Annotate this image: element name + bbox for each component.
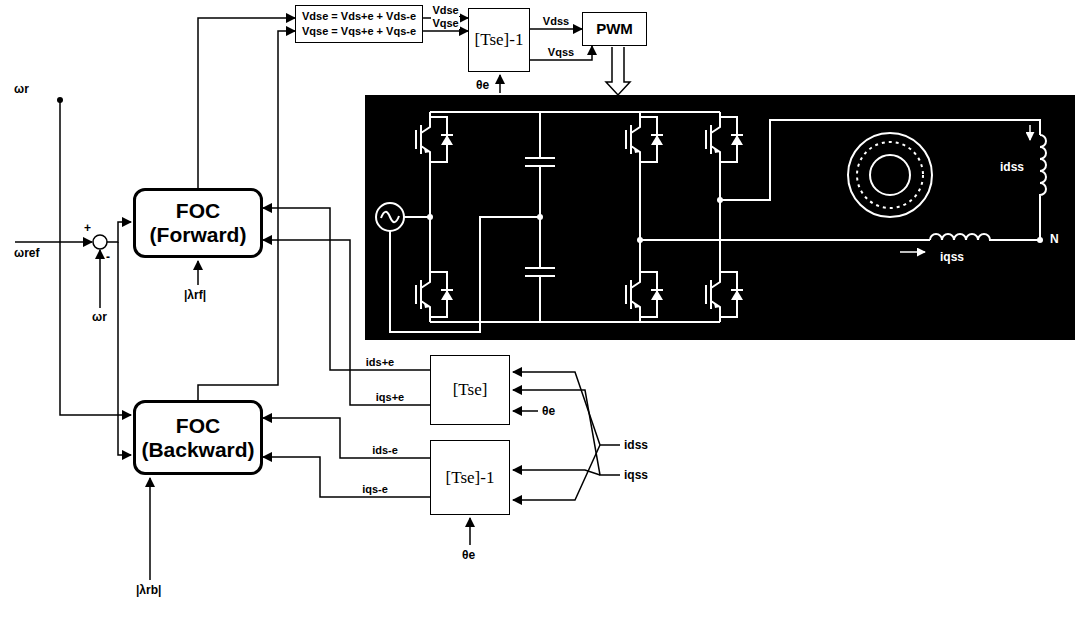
current-wire xyxy=(513,445,600,500)
signal-connector xyxy=(263,208,430,370)
box-text: [Tse]-1 xyxy=(475,30,524,50)
motor-rotor xyxy=(870,155,910,195)
phase-wire xyxy=(640,239,930,241)
signal-label: iqss xyxy=(624,468,648,482)
signal-label: iqss xyxy=(940,250,964,264)
signal-label: iqs-e xyxy=(361,483,389,495)
transform-box: [Tse]-1 xyxy=(430,440,510,515)
box-text: FOC (Forward) xyxy=(142,199,254,247)
flux-input-wire xyxy=(197,261,199,285)
transform-box: [Tse]-1 xyxy=(468,8,530,72)
feedback-wire xyxy=(99,250,101,308)
source-wire xyxy=(390,217,540,332)
signal-label: |λrb| xyxy=(136,583,161,597)
signal-label: θe xyxy=(462,548,475,562)
reference-wire xyxy=(15,241,92,243)
signal-connector xyxy=(530,46,592,60)
signal-label: |λrf| xyxy=(184,288,206,302)
controller-box: FOC (Backward) xyxy=(133,400,263,475)
box-text: [Tse] xyxy=(453,380,488,400)
box-text: FOC (Backward) xyxy=(141,414,254,462)
signal-label: Vdss xyxy=(542,15,570,27)
signal-label: θe xyxy=(542,404,555,418)
box-text: PWM xyxy=(596,20,633,38)
gating-arrow xyxy=(606,47,630,95)
igbt-symbol xyxy=(626,112,663,167)
flux-input-wire xyxy=(149,478,151,580)
signal-connector xyxy=(530,28,582,30)
box-text: Vdse = Vds+e + Vds-e xyxy=(302,9,416,24)
signal-label: Vdse xyxy=(431,4,459,16)
controller-box: FOC (Forward) xyxy=(133,188,263,258)
current-wire xyxy=(513,390,620,475)
sum-box: Vdse = Vds+e + Vds-eVqse = Vqs+e + Vqs-e xyxy=(295,5,423,43)
signal-label: ωr xyxy=(92,310,107,324)
motor-slots xyxy=(857,142,923,208)
signal-connector xyxy=(263,457,430,497)
angle-wire xyxy=(469,518,471,545)
junction-dot xyxy=(637,237,643,243)
box-text: Vqse = Vqs+e + Vqs-e xyxy=(302,24,416,39)
signal-connector xyxy=(263,418,430,458)
current-arrow xyxy=(900,251,925,253)
ac-source-symbol xyxy=(381,212,399,222)
signal-label: + xyxy=(84,221,91,235)
angle-wire xyxy=(513,410,538,412)
igbt-symbol xyxy=(626,267,663,322)
signal-connector xyxy=(263,240,430,405)
signal-label: ωref xyxy=(14,246,39,260)
signal-connector xyxy=(198,18,295,188)
junction-dot xyxy=(717,197,723,203)
box-text: [Tse]-1 xyxy=(446,468,495,488)
q-winding-coil xyxy=(930,234,1040,240)
neutral-dot xyxy=(1037,237,1043,243)
signal-label: Vqse xyxy=(431,17,459,29)
ac-source-symbol xyxy=(376,203,404,231)
error-wire xyxy=(107,222,131,242)
current-arrow xyxy=(1029,125,1031,140)
inverter-circuit xyxy=(376,112,1046,332)
signal-label: Vqss xyxy=(547,46,575,58)
signal-label: ωr xyxy=(14,82,29,96)
current-wire xyxy=(513,372,620,445)
signal-label: idss xyxy=(624,438,648,452)
signal-label: iqs+e xyxy=(375,391,405,403)
igbt-symbol xyxy=(706,267,743,322)
igbt-symbol xyxy=(416,112,453,167)
signal-label: N xyxy=(1050,232,1059,246)
igbt-symbol xyxy=(706,112,743,167)
transform-box: [Tse] xyxy=(430,355,510,425)
signal-label: ids-e xyxy=(371,444,399,456)
phase-wire xyxy=(720,120,1040,200)
speed-wire xyxy=(60,100,131,415)
d-winding-coil xyxy=(1040,135,1046,240)
signal-label: idss xyxy=(1000,160,1024,174)
pwm-box: PWM xyxy=(582,12,647,46)
junction-dot xyxy=(427,214,433,220)
inverter-panel xyxy=(365,95,1075,340)
signal-connector xyxy=(423,30,468,32)
igbt-symbol xyxy=(416,267,453,322)
signal-label: - xyxy=(106,250,110,264)
error-wire xyxy=(118,242,131,455)
leg-wire xyxy=(430,167,720,267)
signal-label: ids+e xyxy=(365,356,395,368)
summing-junction xyxy=(93,235,107,249)
current-wire xyxy=(513,470,600,475)
dc-rail xyxy=(430,112,720,322)
motor-stator xyxy=(848,133,932,217)
angle-wire xyxy=(499,75,501,93)
junction-dot xyxy=(537,214,543,220)
signal-label: θe xyxy=(476,78,489,92)
